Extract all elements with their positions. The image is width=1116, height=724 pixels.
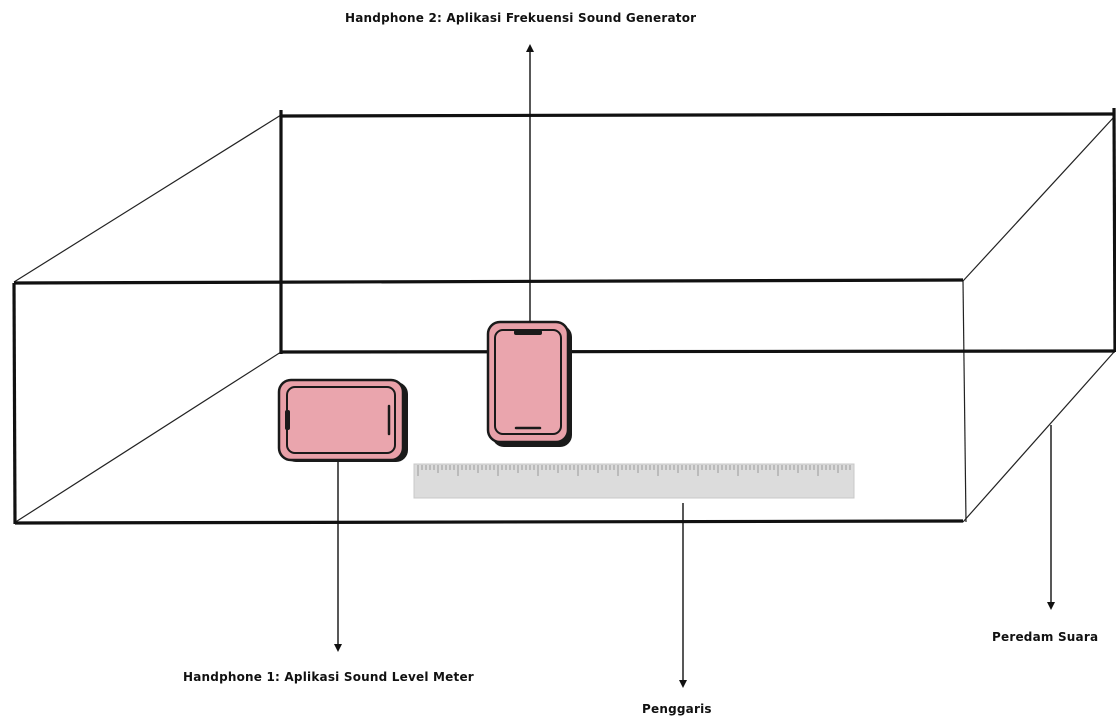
smartphone-portrait-icon (486, 320, 572, 447)
box-back-frame (279, 107, 1116, 354)
box-edge-top-left (13, 114, 282, 283)
phone1-label: Handphone 1: Aplikasi Sound Level Meter (183, 670, 474, 684)
box-edge-bottom-right (962, 351, 1115, 523)
ruler-icon (413, 463, 855, 499)
box-edge-top-right (962, 116, 1115, 282)
box-edge-bottom-left (13, 351, 282, 524)
box-thin-edges (13, 114, 1115, 524)
phone2-label: Handphone 2: Aplikasi Frekuensi Sound Ge… (345, 11, 697, 25)
box-edge-front-right (962, 280, 967, 523)
smartphone-landscape-icon (277, 378, 408, 462)
ruler-label: Penggaris (642, 702, 712, 716)
box-front-frame (12, 278, 964, 525)
sound-damper-label: Peredam Suara (992, 630, 1099, 644)
pointer-arrows (334, 44, 1055, 688)
